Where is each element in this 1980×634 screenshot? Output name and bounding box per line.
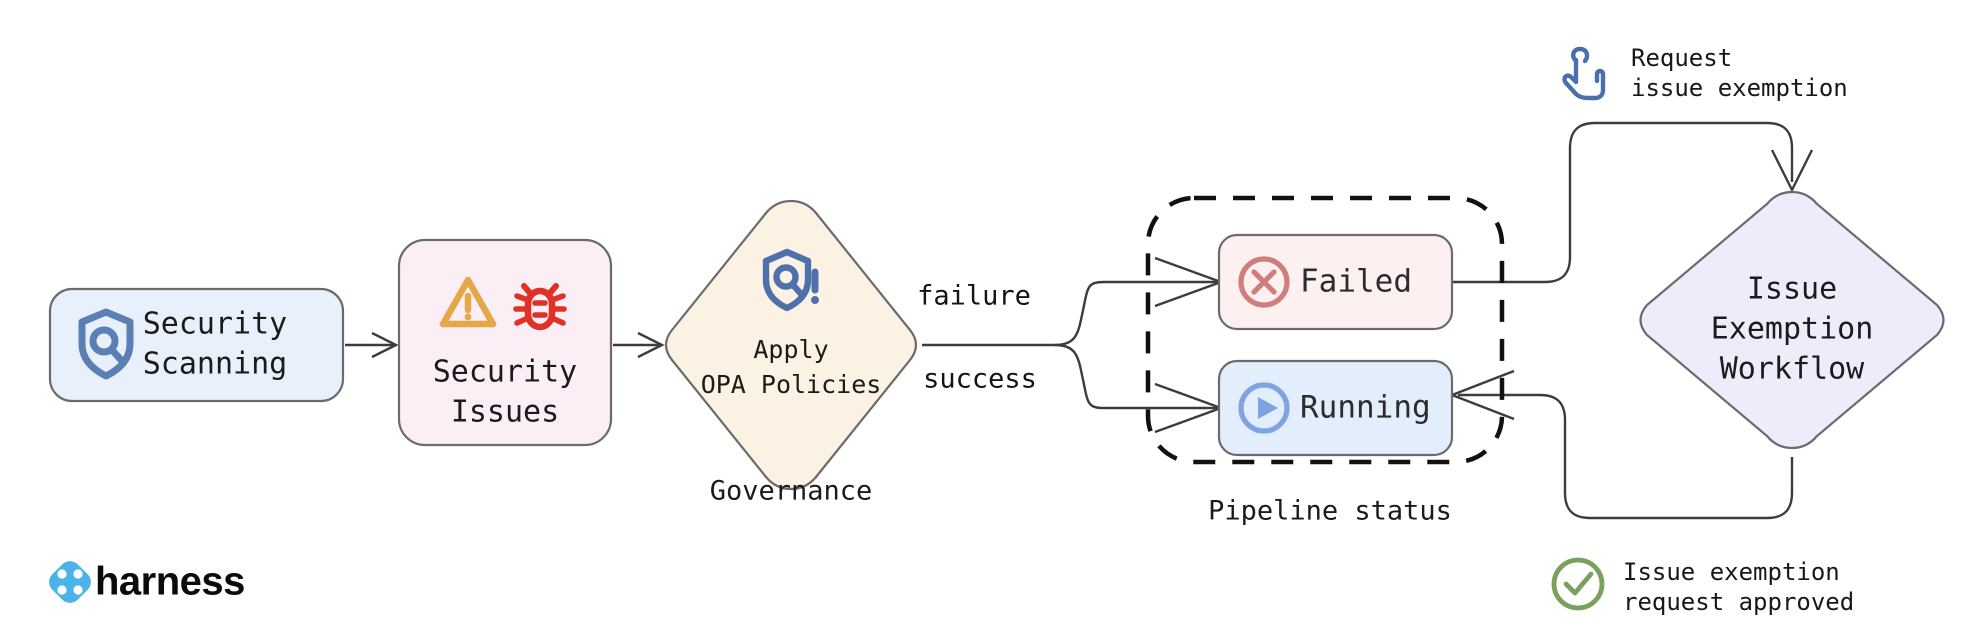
node-failed[interactable]: Failed xyxy=(1217,233,1454,331)
circle-play-icon xyxy=(1238,382,1290,434)
node-issue-exemption-workflow[interactable]: Issue Exemption Workflow xyxy=(1639,190,1945,450)
edge-issues-to-opa xyxy=(613,331,665,359)
node-apply-opa-policies[interactable]: Apply OPA Policies Governance xyxy=(664,199,918,507)
node-security-scanning[interactable]: Security Scanning xyxy=(48,287,345,403)
shield-search-icon xyxy=(78,308,134,380)
edge-failed-to-workflow xyxy=(1452,121,1814,284)
shield-alert-icon xyxy=(762,248,819,312)
edge-label-failure: failure xyxy=(917,281,1031,312)
node-running[interactable]: Running xyxy=(1217,359,1454,457)
running-label: Running xyxy=(1300,390,1431,426)
pipeline-status-group: Pipeline status xyxy=(1145,195,1505,527)
security-issues-label-line1: Security xyxy=(433,355,578,390)
security-issues-box[interactable] xyxy=(397,238,613,447)
check-circle-icon xyxy=(1551,557,1605,611)
security-issues-label-line2: Issues xyxy=(451,395,559,430)
security-scanning-label-line1: Security xyxy=(143,307,288,342)
edge-label-success: success xyxy=(923,364,1037,395)
apply-opa-label-line1: Apply xyxy=(753,335,828,364)
tap-hand-icon xyxy=(1562,46,1606,101)
edge-opa-to-failed xyxy=(1054,256,1225,347)
harness-logo-icon xyxy=(49,561,91,603)
issue-exemption-label-line2: Exemption xyxy=(1711,312,1874,347)
request-approved-line1: Issue exemption xyxy=(1623,558,1840,586)
warning-triangle-icon xyxy=(439,276,497,328)
annotation-request-approved: Issue exemption request approved xyxy=(1551,557,1854,616)
brand-name: harness xyxy=(95,560,245,604)
node-security-issues[interactable]: Security Issues xyxy=(397,238,613,447)
edge-opa-to-running xyxy=(1054,343,1225,434)
running-box[interactable] xyxy=(1217,359,1454,457)
governance-caption: Governance xyxy=(710,476,873,507)
brand-harness[interactable]: harness xyxy=(45,557,245,608)
edge-scanning-to-issues xyxy=(345,331,399,359)
request-approved-line2: request approved xyxy=(1623,588,1854,616)
failed-label: Failed xyxy=(1300,264,1412,300)
issue-exemption-diamond[interactable] xyxy=(1639,190,1945,450)
issue-exemption-label-line1: Issue xyxy=(1747,272,1837,307)
security-scanning-label-line2: Scanning xyxy=(143,347,288,382)
apply-opa-label-line2: OPA Policies xyxy=(701,370,882,399)
bug-icon xyxy=(513,283,567,331)
failed-box[interactable] xyxy=(1217,233,1454,331)
issue-exemption-label-line3: Workflow xyxy=(1720,352,1865,387)
request-exemption-line1: Request xyxy=(1631,44,1732,72)
pipeline-status-caption: Pipeline status xyxy=(1208,496,1452,527)
apply-opa-diamond[interactable] xyxy=(664,199,918,491)
pipeline-status-border xyxy=(1145,195,1505,465)
circle-x-icon xyxy=(1238,256,1290,308)
request-exemption-line2: issue exemption xyxy=(1631,74,1848,102)
annotation-request-exemption: Request issue exemption xyxy=(1562,44,1848,102)
